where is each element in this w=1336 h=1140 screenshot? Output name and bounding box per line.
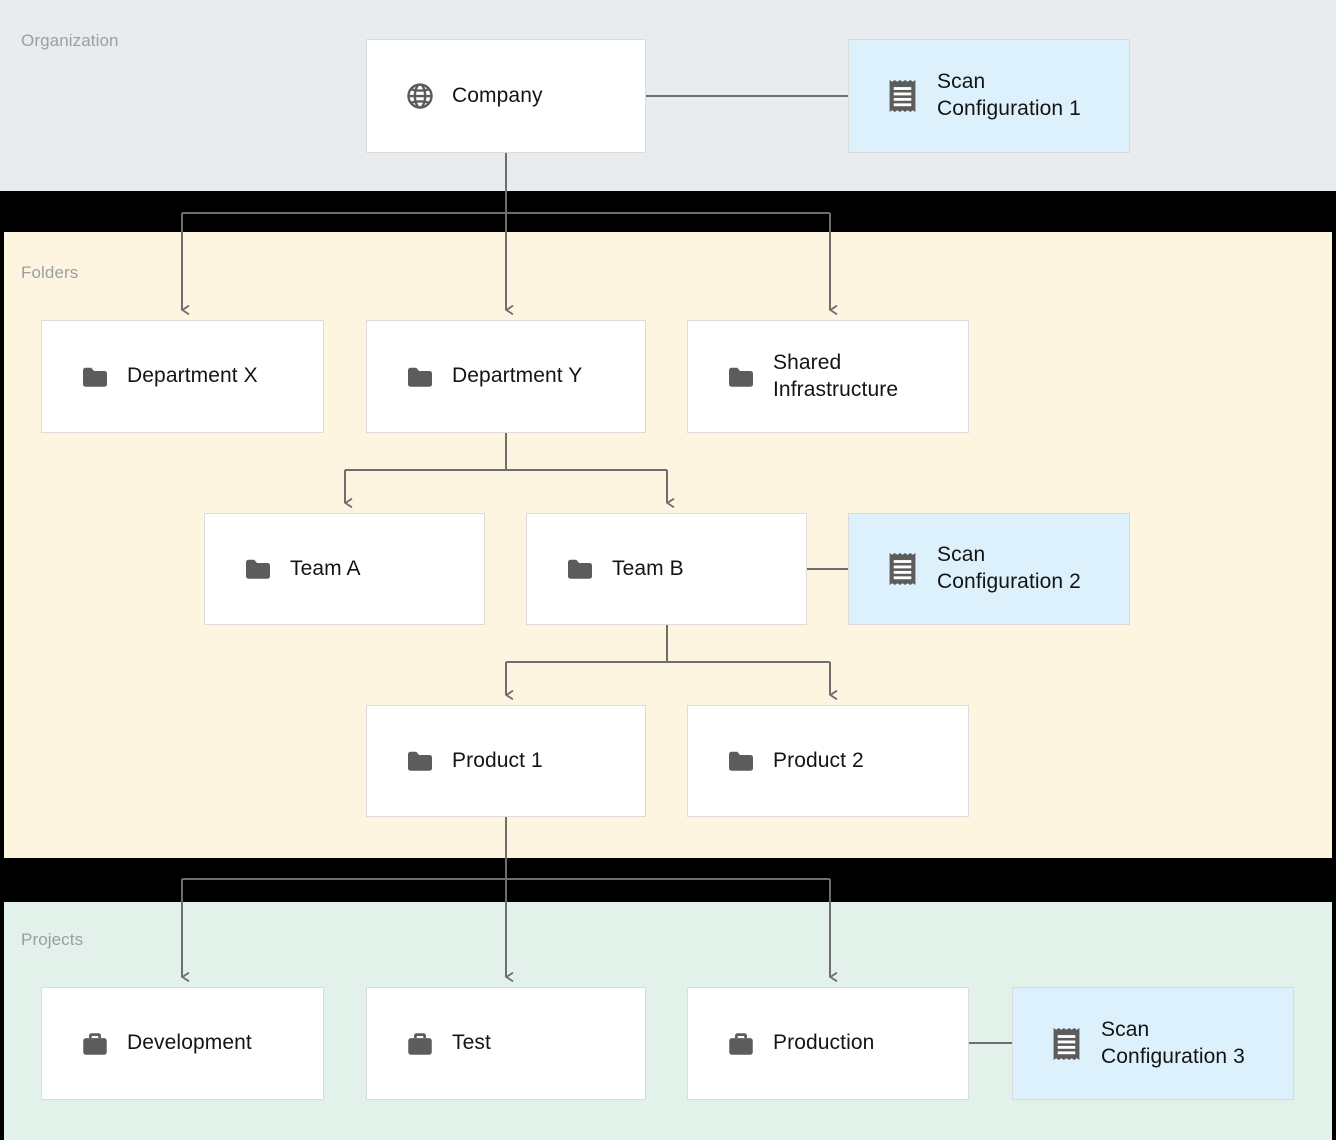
briefcase-icon: [729, 1032, 753, 1055]
folder-icon: [408, 367, 432, 387]
receipt-icon: [1053, 1027, 1080, 1060]
receipt-icon: [889, 552, 916, 586]
folders-band-left-rail: [0, 232, 4, 858]
band-separator-upper: [0, 191, 1336, 232]
folder-icon: [729, 751, 753, 771]
node-product-1[interactable]: Product 1: [366, 705, 646, 817]
node-label: Department X: [127, 364, 258, 388]
node-label: Development: [127, 1031, 252, 1055]
node-label: Team A: [290, 556, 361, 580]
folder-icon: [568, 559, 592, 579]
folder-icon: [729, 367, 753, 387]
node-label: Company: [452, 83, 543, 107]
briefcase-icon: [83, 1032, 107, 1055]
globe-icon: [407, 83, 433, 109]
node-label: Production: [773, 1031, 875, 1055]
folders-band-right-rail: [1332, 232, 1336, 858]
node-label: Department Y: [452, 364, 583, 388]
organization-band: [0, 0, 1336, 191]
organization-section-label: Organization: [21, 31, 119, 50]
briefcase-icon: [408, 1032, 432, 1055]
node-label: Shared Infrastructure: [773, 350, 899, 401]
node-scan-configuration-2[interactable]: Scan Configuration 2: [848, 513, 1130, 625]
node-product-2[interactable]: Product 2: [687, 705, 969, 817]
node-test[interactable]: Test: [366, 987, 646, 1100]
node-scan-configuration-1[interactable]: Scan Configuration 1: [848, 39, 1130, 153]
node-scan-configuration-3[interactable]: Scan Configuration 3: [1012, 987, 1294, 1100]
node-label: Scan Configuration 1: [937, 70, 1081, 120]
node-label: Scan Configuration 2: [937, 543, 1081, 593]
node-label: Test: [452, 1031, 491, 1055]
node-team-b[interactable]: Team B: [526, 513, 807, 625]
node-label: Team B: [612, 556, 684, 580]
node-label: Product 1: [452, 748, 543, 772]
projects-band-right-rail: [1332, 902, 1336, 1140]
node-production[interactable]: Production: [687, 987, 969, 1100]
node-department-x[interactable]: Department X: [41, 320, 324, 433]
node-label: Scan Configuration 3: [1101, 1017, 1245, 1068]
band-separator-lower: [0, 858, 1336, 902]
receipt-icon: [889, 79, 916, 113]
folder-icon: [408, 751, 432, 771]
folder-icon: [246, 559, 270, 579]
node-development[interactable]: Development: [41, 987, 324, 1100]
projects-band-left-rail: [0, 902, 4, 1140]
folder-icon: [83, 367, 107, 387]
folders-section-label: Folders: [21, 263, 79, 282]
node-team-a[interactable]: Team A: [204, 513, 485, 625]
node-company[interactable]: Company: [366, 39, 646, 153]
node-department-y[interactable]: Department Y: [366, 320, 646, 433]
projects-section-label: Projects: [21, 930, 84, 949]
node-shared-infrastructure[interactable]: Shared Infrastructure: [687, 320, 969, 433]
node-label: Product 2: [773, 748, 864, 772]
